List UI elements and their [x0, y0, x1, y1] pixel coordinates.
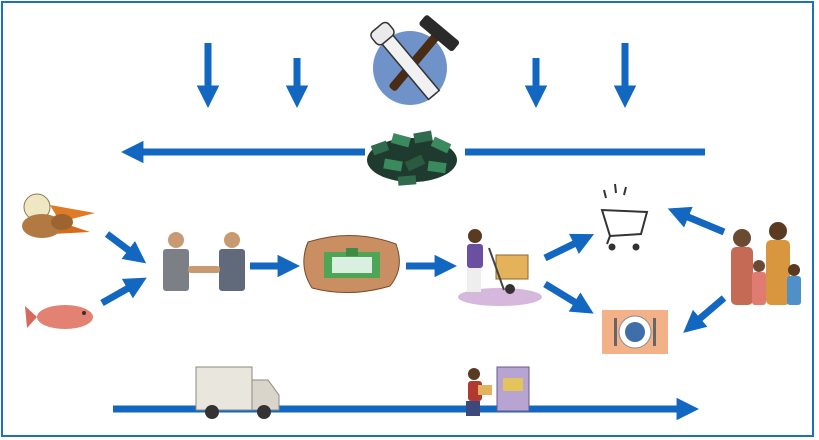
fish-to-trade-arrow	[100, 277, 147, 307]
handshake-icon	[163, 232, 245, 291]
fish-icon	[25, 305, 93, 329]
family-icon	[731, 222, 801, 305]
factory-icon	[303, 235, 400, 294]
vegetables-icon	[22, 193, 95, 238]
delivery-to-shop-arrow	[543, 233, 595, 262]
delivery-truck-icon	[195, 366, 280, 419]
shopping-cart-icon	[600, 183, 649, 251]
hand-truck-icon	[458, 229, 542, 306]
dinner-plate-icon	[602, 310, 668, 354]
down-arrows	[196, 43, 637, 108]
flow-arrows	[100, 206, 727, 333]
family-to-meal-arrow	[683, 295, 727, 333]
hammer-saw-icon	[370, 15, 460, 105]
produce-to-trade-arrow	[104, 231, 147, 264]
money-pile-icon	[367, 130, 457, 186]
warehouse-worker-icon	[466, 366, 530, 416]
family-to-shop-arrow	[667, 206, 726, 236]
delivery-to-meal-arrow	[543, 281, 594, 314]
